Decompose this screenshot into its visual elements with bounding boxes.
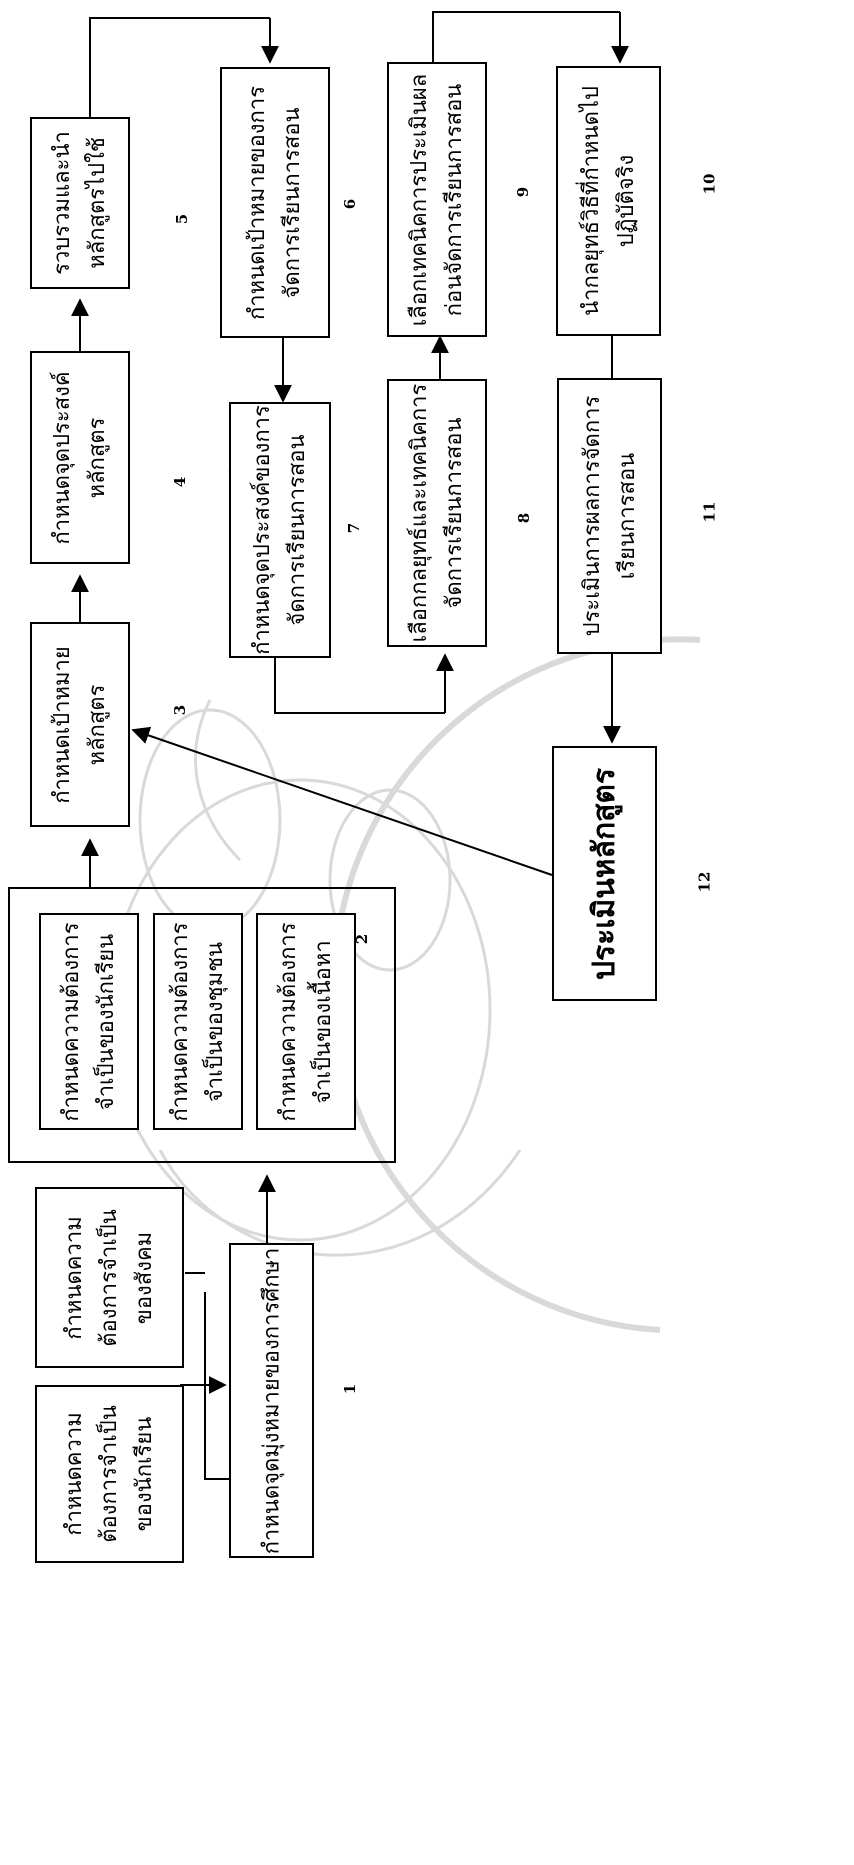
step-number: 1 bbox=[341, 1383, 360, 1395]
box-curriculum-goals: กำหนดเป้าหมายหลักสูตร bbox=[30, 622, 130, 827]
box-instruction-objectives: กำหนดจุดประสงค์ของการจัดการเรียนการสอน bbox=[229, 402, 331, 658]
step-number: 5 bbox=[173, 213, 192, 225]
box-assessment-techniques: เลือกเทคนิคการประเมินผลก่อนจัดการเรียนกา… bbox=[387, 62, 487, 337]
step-number: 3 bbox=[171, 704, 190, 716]
step-number: 2 bbox=[353, 933, 372, 945]
box-community-needs: กำหนดความต้องการจำเป็นของชุมชน bbox=[153, 913, 243, 1130]
step-number: 12 bbox=[695, 871, 714, 893]
box-curriculum-objectives: กำหนดจุดประสงค์หลักสูตร bbox=[30, 351, 130, 564]
box-content-needs: กำหนดความต้องการจำเป็นของเนื้อหา bbox=[256, 913, 356, 1130]
box-implement-strategies: นำกลยุทธ์วิธีที่กำหนดไปปฏิบัติจริง bbox=[556, 66, 661, 336]
box-compile-implement: รวบรวมและนำหลักสูตรไปใช้ bbox=[30, 117, 130, 289]
box-student-needs: กำหนดความต้องการจำเป็นของนักเรียน bbox=[35, 1385, 184, 1563]
box-society-needs: กำหนดความต้องการจำเป็นของสังคม bbox=[35, 1187, 184, 1368]
step-number: 7 bbox=[345, 522, 364, 534]
needs-assessment-group bbox=[8, 887, 396, 1163]
step-number: 6 bbox=[341, 198, 360, 210]
box-instruction-goals: กำหนดเป้าหมายของการจัดการเรียนการสอน bbox=[220, 67, 330, 338]
step-number: 4 bbox=[171, 476, 190, 488]
box-evaluate-curriculum: ประเมินหลักสูตร bbox=[552, 746, 657, 1001]
box-education-aims: กำหนดจุดมุ่งหมายของการศึกษา bbox=[229, 1243, 314, 1558]
box-evaluate-instruction: ประเมินการผลการจัดการเรียนการสอน bbox=[557, 378, 662, 654]
step-number: 10 bbox=[700, 173, 719, 195]
step-number: 11 bbox=[700, 501, 719, 523]
box-student-needs-2: กำหนดความต้องการจำเป็นของนักเรียน bbox=[39, 913, 139, 1130]
step-number: 9 bbox=[514, 186, 533, 198]
step-number: 8 bbox=[515, 512, 534, 524]
box-strategies-techniques: เลือกกลยุทธ์และเทคนิคการจัดการเรียนการสอ… bbox=[387, 379, 487, 647]
